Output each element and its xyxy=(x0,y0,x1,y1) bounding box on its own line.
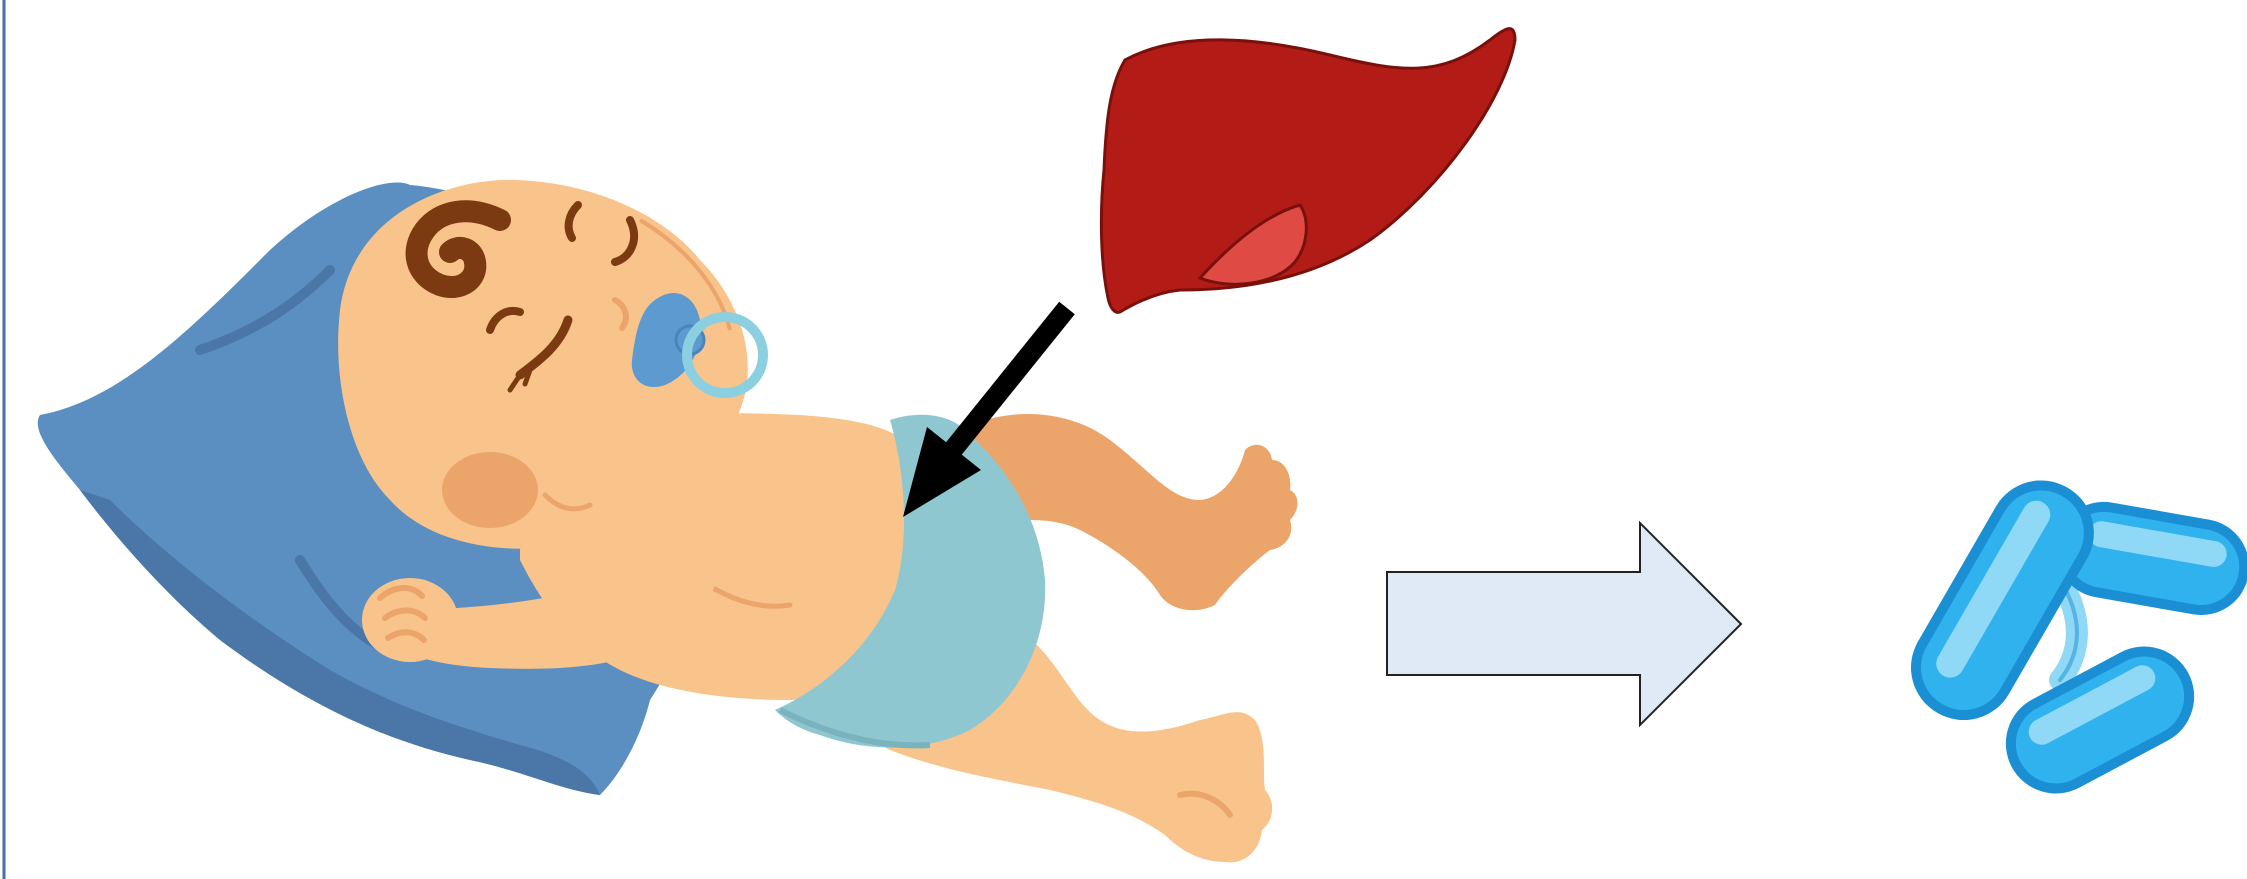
rod-bacteria-icon xyxy=(1892,461,2247,811)
liver-right-lobe xyxy=(1101,29,1515,313)
liver-icon xyxy=(1101,29,1515,313)
process-block-arrow xyxy=(1387,523,1741,725)
baby-fist xyxy=(362,578,458,662)
cheek xyxy=(442,452,538,528)
